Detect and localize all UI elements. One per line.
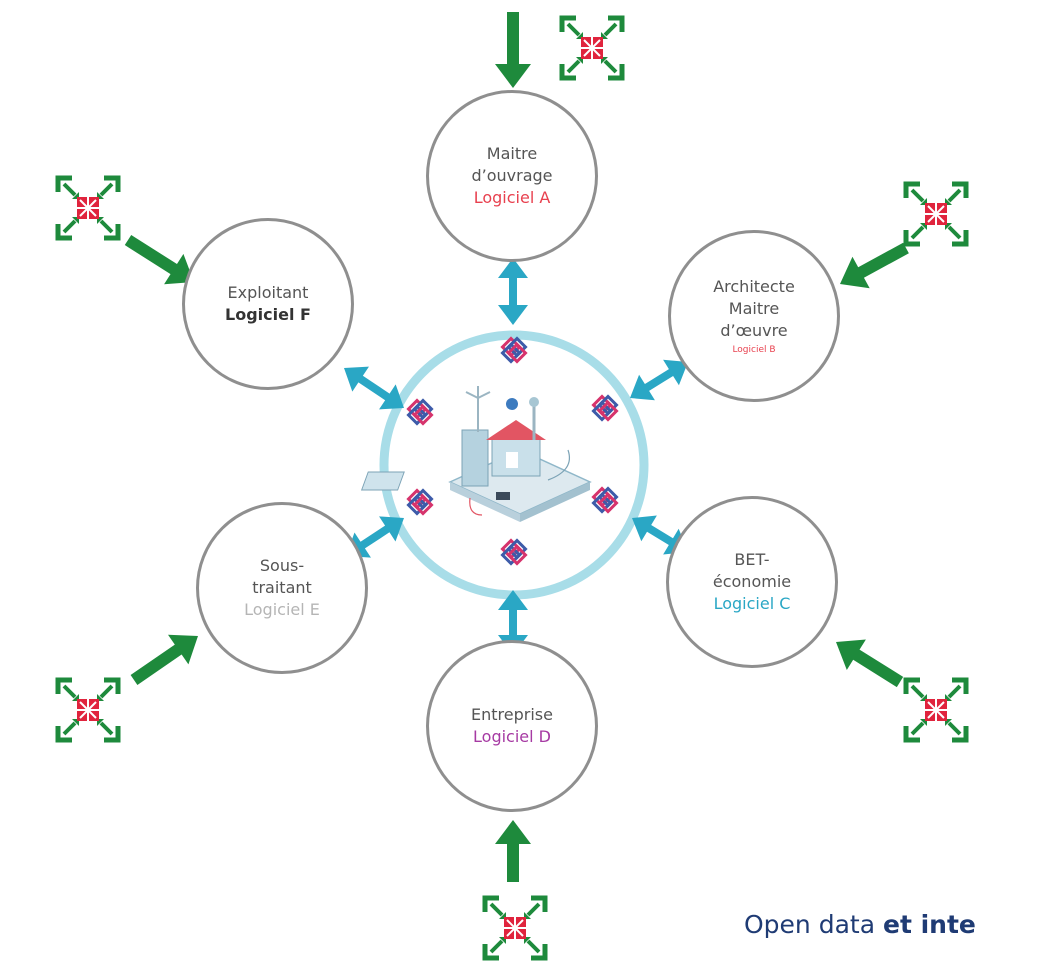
interoperable-format-icon xyxy=(591,394,619,422)
interoperable-format-icon xyxy=(406,488,434,516)
footer-title-part: inte xyxy=(911,910,976,939)
node-software-label: Logiciel C xyxy=(713,594,791,613)
node-sous-traitant: Sous- traitant Logiciel E xyxy=(196,502,368,674)
exchange-arrow xyxy=(498,590,528,655)
compress-standard-icon xyxy=(903,181,969,247)
exchange-arrow xyxy=(629,359,688,401)
input-arrow xyxy=(495,820,531,882)
node-role-line: Maitre xyxy=(486,144,538,163)
node-role-line: Entreprise xyxy=(471,705,553,724)
compress-standard-icon xyxy=(55,175,121,241)
compress-standard-icon xyxy=(482,895,548,961)
exchange-arrow xyxy=(344,366,404,410)
footer-title-part: Open data xyxy=(744,910,883,939)
interoperable-format-icon xyxy=(500,538,528,566)
smart-building-isometric-icon xyxy=(360,386,592,522)
compress-standard-icon xyxy=(903,677,969,743)
node-software-label: Logiciel F xyxy=(225,305,311,324)
node-role-line: d’œuvre xyxy=(720,321,788,340)
input-arrow xyxy=(836,639,904,688)
node-maitre-ouvrage: Maitre d’ouvrage Logiciel A xyxy=(426,90,598,262)
exchange-arrow xyxy=(498,258,528,325)
node-role-line: Maitre xyxy=(728,299,780,318)
node-software-label: Logiciel E xyxy=(244,600,320,619)
node-role-line: Sous- xyxy=(259,556,305,575)
node-role-line: Exploitant xyxy=(227,283,309,302)
interoperable-format-icon xyxy=(406,398,434,426)
input-arrow xyxy=(839,242,909,289)
compress-standard-icon xyxy=(559,15,625,81)
node-role-line: traitant xyxy=(252,578,312,597)
exchange-arrow xyxy=(346,516,404,558)
node-role-line: BET- xyxy=(734,550,770,569)
node-role-line: économie xyxy=(712,572,792,591)
node-architecte: Architecte Maitre d’œuvre Logiciel B xyxy=(668,230,840,402)
compress-standard-icon xyxy=(55,677,121,743)
input-arrow xyxy=(495,12,531,88)
input-arrow xyxy=(130,634,199,685)
node-exploitant: Exploitant Logiciel F xyxy=(182,218,354,390)
footer-title: Open data et inte xyxy=(744,910,976,939)
node-bet-economie: BET- économie Logiciel C xyxy=(666,496,838,668)
node-entreprise: Entreprise Logiciel D xyxy=(426,640,598,812)
node-software-label: Logiciel B xyxy=(732,345,776,355)
node-software-label: Logiciel D xyxy=(473,727,551,746)
footer-title-part: et xyxy=(882,910,912,939)
interoperable-format-icon xyxy=(500,336,528,364)
node-role-line: d’ouvrage xyxy=(471,166,553,185)
node-software-label: Logiciel A xyxy=(473,188,551,207)
node-role-line: Architecte xyxy=(713,277,795,296)
interoperable-format-icon xyxy=(591,486,619,514)
input-arrow xyxy=(124,234,194,285)
